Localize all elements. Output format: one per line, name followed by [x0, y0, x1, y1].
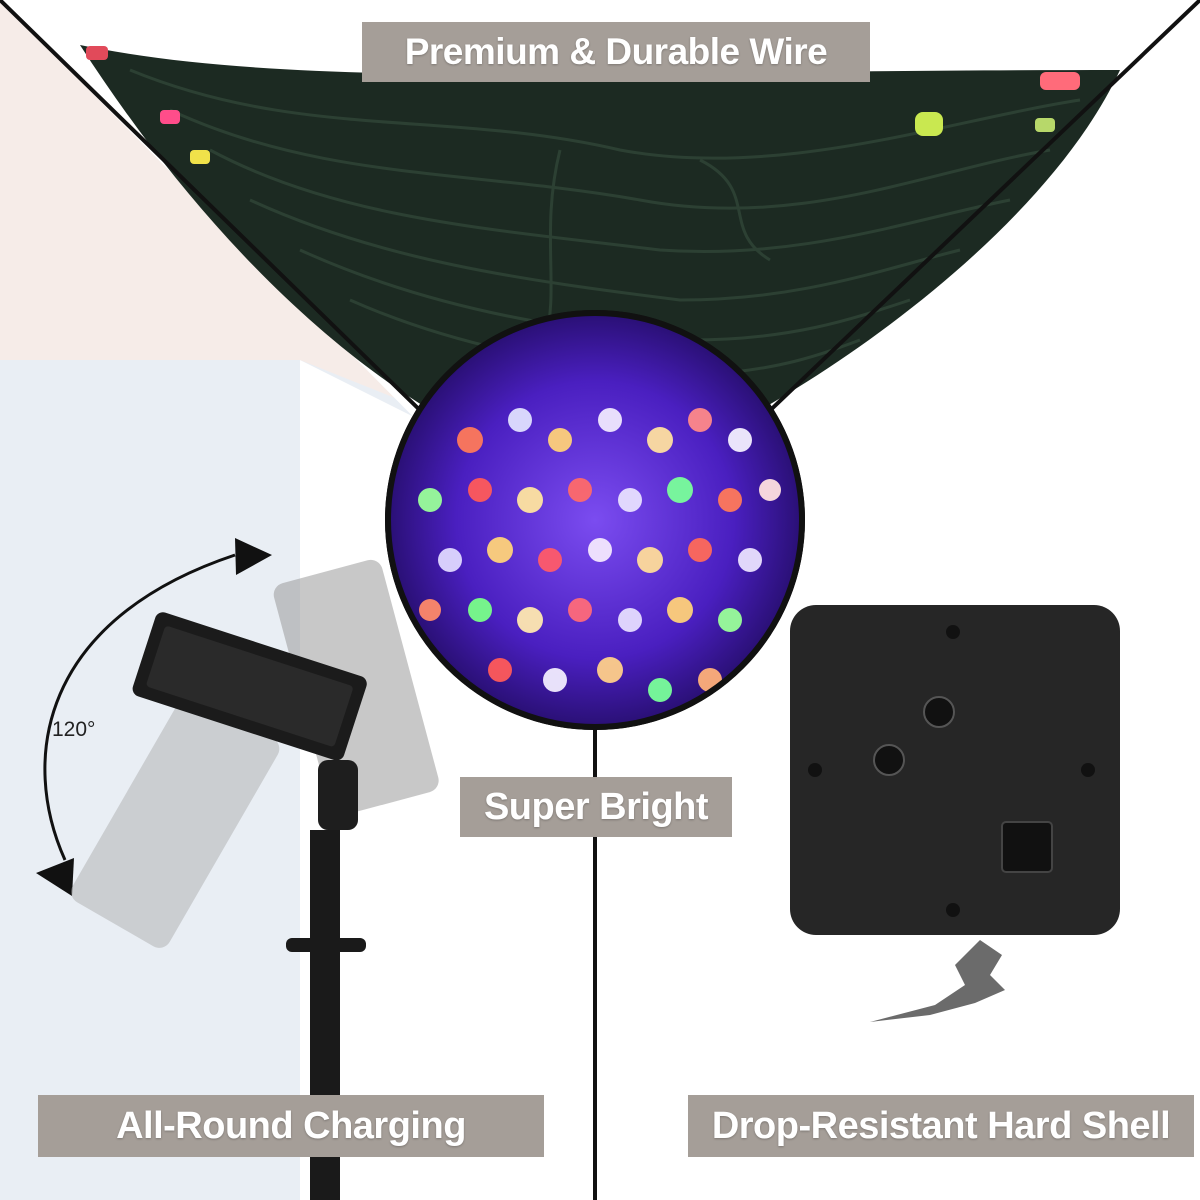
bright-banner: Super Bright: [460, 777, 732, 837]
rotate-arrow-icon: [36, 538, 272, 896]
wire-banner: Premium & Durable Wire: [362, 22, 870, 82]
crack-graphic: [870, 940, 1005, 1022]
rotation-angle-label: 120°: [52, 718, 96, 741]
divider-line-left: [0, 0, 432, 422]
divider-line-right: [758, 0, 1200, 422]
led-closeup-image: [385, 310, 805, 730]
wire-bulbs: [86, 46, 1080, 164]
control-box-image: [790, 605, 1120, 935]
charging-banner: All-Round Charging: [38, 1095, 544, 1157]
shell-banner: Drop-Resistant Hard Shell: [688, 1095, 1194, 1157]
